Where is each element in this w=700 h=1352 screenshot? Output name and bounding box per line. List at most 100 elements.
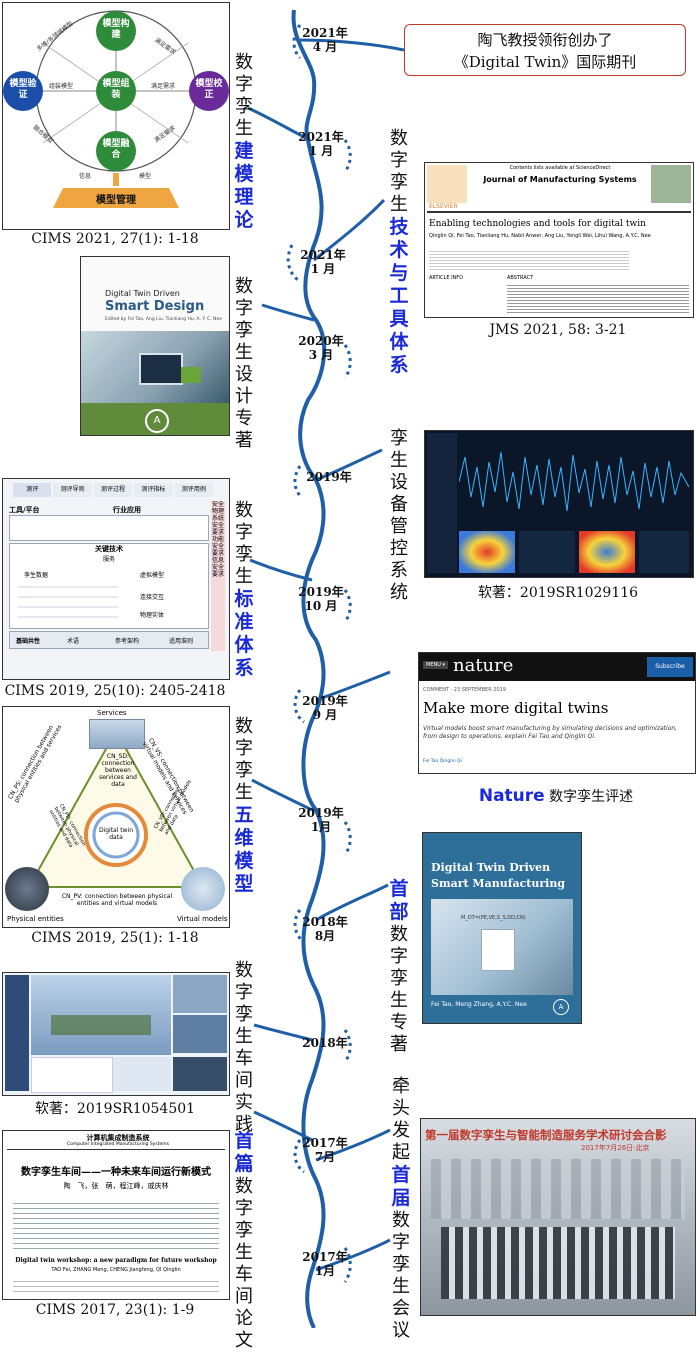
- standard-row-1: [9, 515, 209, 541]
- industry-label: 行业应用: [113, 505, 141, 515]
- paper-label: 首篇数字孪生车间论文: [233, 1130, 255, 1352]
- conference-label: 牵头发起首届数字孪生会议: [390, 1076, 412, 1342]
- conference-banner: 第一届数字孪生与智能制造服务学术研讨会合影: [425, 1127, 693, 1143]
- tech-art-info: ARTICLE INFO: [429, 275, 463, 281]
- modeling-caption: CIMS 2021, 27(1): 1-18: [2, 231, 228, 247]
- center-label: Digital twin data: [96, 827, 136, 841]
- journal-line-1: 陶飞教授领衔创办了: [405, 29, 685, 51]
- node-verify: 模型验证: [8, 79, 38, 101]
- tech-paper-title: Enabling technologies and tools for digi…: [429, 219, 646, 229]
- modeling-label: 数字孪生建模理论: [233, 52, 255, 232]
- physical-entities-label: Physical entities: [7, 915, 64, 923]
- node-assemble: 模型组装: [101, 79, 131, 101]
- paper-caption: CIMS 2017, 23(1): 1-9: [2, 1302, 228, 1318]
- workshop-label: 数字孪生车间实践: [233, 960, 255, 1136]
- standard-diagram: 测评 测评导则 测评过程 测评指标 测评用例 安全 物理系统安全要求 功能安全要…: [2, 478, 230, 680]
- monitoring-waveform: [459, 437, 689, 527]
- five-dim-diagram: Services CN_SD: connection between servi…: [2, 706, 230, 928]
- nature-standfirst: Virtual models boost smart manufacturing…: [423, 725, 691, 741]
- node-fuse: 模型融合: [101, 139, 131, 161]
- basic-item-criteria: 适用准则: [154, 636, 208, 645]
- paper-page: 计算机集成制造系统 Computer Integrated Manufactur…: [2, 1130, 230, 1300]
- monitoring-screenshot: [424, 430, 694, 578]
- edge-label: 组装模型: [49, 83, 73, 90]
- tab-eval-guide: 测评导则: [53, 483, 91, 497]
- nature-headline: Make more digital twins: [423, 699, 608, 717]
- workshop-screenshot: [2, 972, 230, 1096]
- edge-label: 满足需求: [151, 83, 175, 90]
- date-2018: 2018年: [300, 1036, 350, 1050]
- tech-paper-authors: Qinglin Qi, Fei Tao, Tianliang Hu, Nabil…: [429, 233, 689, 240]
- basic-label: 基础共性: [10, 636, 46, 645]
- mfg-book-cover: Digital Twin Driven Smart Manufacturing …: [422, 832, 582, 1024]
- monitoring-caption: 软著：2019SR1029116: [424, 582, 692, 602]
- workshop-caption: 软著：2019SR1054501: [2, 1098, 228, 1118]
- design-book-title-1: Digital Twin Driven: [105, 289, 180, 298]
- nature-article: MENU ▾ nature Subscribe COMMENT · 23 SEP…: [418, 652, 696, 774]
- key-tech-label: 关键技术: [10, 544, 208, 554]
- paper-title-en: Digital twin workshop: a new paradigm fo…: [9, 1257, 223, 1264]
- tab-eval: 测评: [13, 483, 51, 497]
- connect-label: 连接交互: [140, 592, 164, 601]
- edge-label: 信息: [79, 173, 91, 180]
- mfg-book-formula: M_DT=(PE,VE,S_S,DD,CN): [461, 915, 526, 921]
- cn-pv-label: CN_PV: connection between physical entit…: [59, 893, 175, 907]
- tech-label: 数字孪生技术与工具体系: [388, 128, 410, 377]
- five-dim-label: 数字孪生五维模型: [233, 716, 255, 896]
- node-correct: 模型校正: [194, 79, 224, 101]
- design-book-authors: Edited by Fei Tao, Ang Liu, Tianliang Hu…: [105, 317, 222, 322]
- nature-meta: COMMENT · 23 SEPTEMBER 2019: [423, 687, 506, 693]
- services-image: [89, 719, 145, 749]
- elsevier-logo-icon: A: [553, 999, 569, 1015]
- mfg-book-title-2: Smart Manufacturing: [431, 877, 565, 890]
- tech-journal-name: Journal of Manufacturing Systems: [475, 175, 645, 184]
- tech-abstract: ABSTRACT: [507, 275, 533, 281]
- design-book-cover: Digital Twin Driven Smart Design Edited …: [80, 256, 230, 436]
- tech-publisher: ELSEVIER: [429, 203, 458, 210]
- nature-authors: Fei Tao Qinglin Qi: [423, 759, 462, 764]
- service-label: 服务: [10, 554, 208, 563]
- workshop-3d-view: [31, 975, 171, 1055]
- nature-subscribe-button[interactable]: Subscribe: [647, 657, 693, 677]
- elsevier-logo-icon: A: [145, 409, 169, 433]
- standard-top-tabs: 测评 测评导则 测评过程 测评指标 测评用例: [13, 483, 213, 497]
- standard-side-col: 安全 物理系统安全要求 功能安全要求 信息安全要求: [211, 501, 225, 651]
- node-build: 模型构建: [101, 19, 131, 41]
- virtual-models-label: Virtual models: [177, 915, 228, 923]
- standard-caption: CIMS 2019, 25(10): 2405-2418: [2, 683, 228, 699]
- basic-item-terms: 术语: [46, 636, 100, 645]
- mfg-book-image: M_DT=(PE,VE,S_S,DD,CN): [431, 899, 573, 995]
- edge-label: 模型: [139, 173, 151, 180]
- tools-label: 工具/平台: [9, 505, 40, 515]
- physical-image: [5, 867, 49, 911]
- nature-menu-button[interactable]: MENU ▾: [423, 661, 448, 669]
- branch-design: [262, 305, 314, 320]
- date-2019-01: 2019年1月: [296, 806, 346, 834]
- nature-caption: Nature 数字孪生评述: [418, 786, 694, 806]
- paper-journal-en: Computer Integrated Manufacturing System…: [53, 1142, 183, 1147]
- branch-standard: [250, 560, 312, 580]
- physical-label: 物理实体: [140, 610, 164, 619]
- mfg-book-label: 首部数字孪生专著: [388, 878, 410, 1056]
- modeling-diagram: 模型构建 模型组装 模型融合 模型验证 模型校正 模型管理 多维/多领域模型 满…: [2, 2, 230, 230]
- tab-eval-index: 测评指标: [134, 483, 172, 497]
- journal-founding-box: 陶飞教授领衔创办了 《Digital Twin》国际期刊: [404, 24, 686, 76]
- node-manage: 模型管理: [83, 191, 149, 206]
- date-2019: 2019年: [304, 470, 354, 484]
- paper-authors-en: TAO Fei, ZHANG Meng, CHENG Jiangfeng, QI…: [9, 1267, 223, 1273]
- journal-line-2: 《Digital Twin》国际期刊: [405, 51, 685, 73]
- tech-journal-header: Contents lists available at ScienceDirec…: [485, 165, 635, 171]
- monitoring-label: 孪生设备管控系统: [388, 428, 410, 604]
- design-book-image: [81, 331, 229, 403]
- tech-paper-page: Contents lists available at ScienceDirec…: [424, 162, 694, 318]
- paper-authors-cn: 陶 飞，张 萌，程江峰，戚庆林: [9, 1181, 223, 1191]
- tab-eval-case: 测评用例: [175, 483, 213, 497]
